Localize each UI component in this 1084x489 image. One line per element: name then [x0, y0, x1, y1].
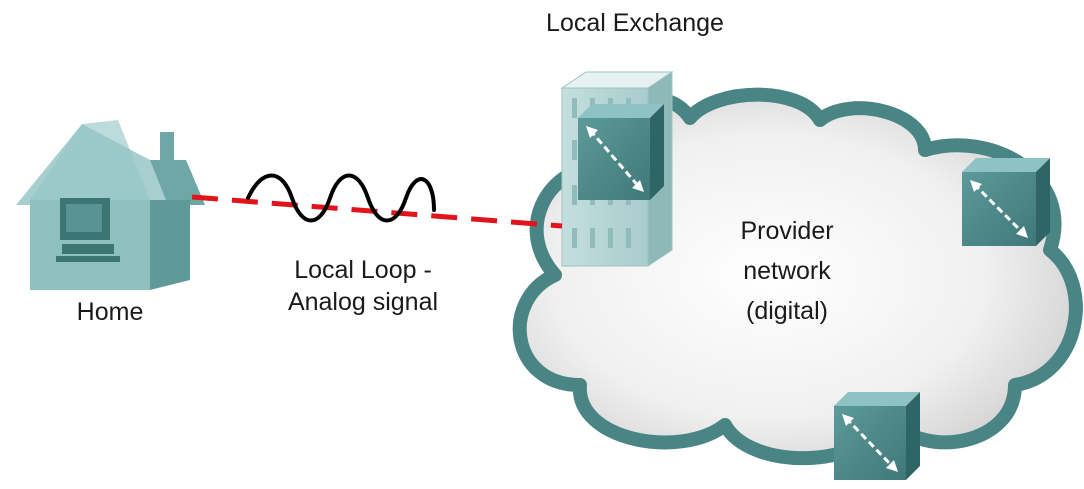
computer-icon: [56, 198, 120, 262]
provider-network-label-line3: (digital): [746, 297, 828, 325]
local-loop-label-line1: Local Loop -: [294, 256, 432, 284]
provider-network-label-line2: network: [743, 257, 831, 285]
home-label: Home: [76, 298, 144, 326]
local-loop-label-line2: Analog signal: [287, 288, 439, 316]
provider-switch-right-icon: [962, 158, 1050, 246]
local-loop-link: [191, 194, 563, 229]
local-exchange-label: Local Exchange: [546, 9, 724, 37]
provider-network-label-line1: Provider: [740, 217, 834, 245]
analog-wave-icon: [246, 173, 436, 223]
home-icon: [16, 120, 205, 290]
local-exchange-building: [560, 71, 674, 267]
exchange-switch-icon: [578, 104, 664, 200]
provider-switch-bottom-icon: [834, 392, 920, 480]
